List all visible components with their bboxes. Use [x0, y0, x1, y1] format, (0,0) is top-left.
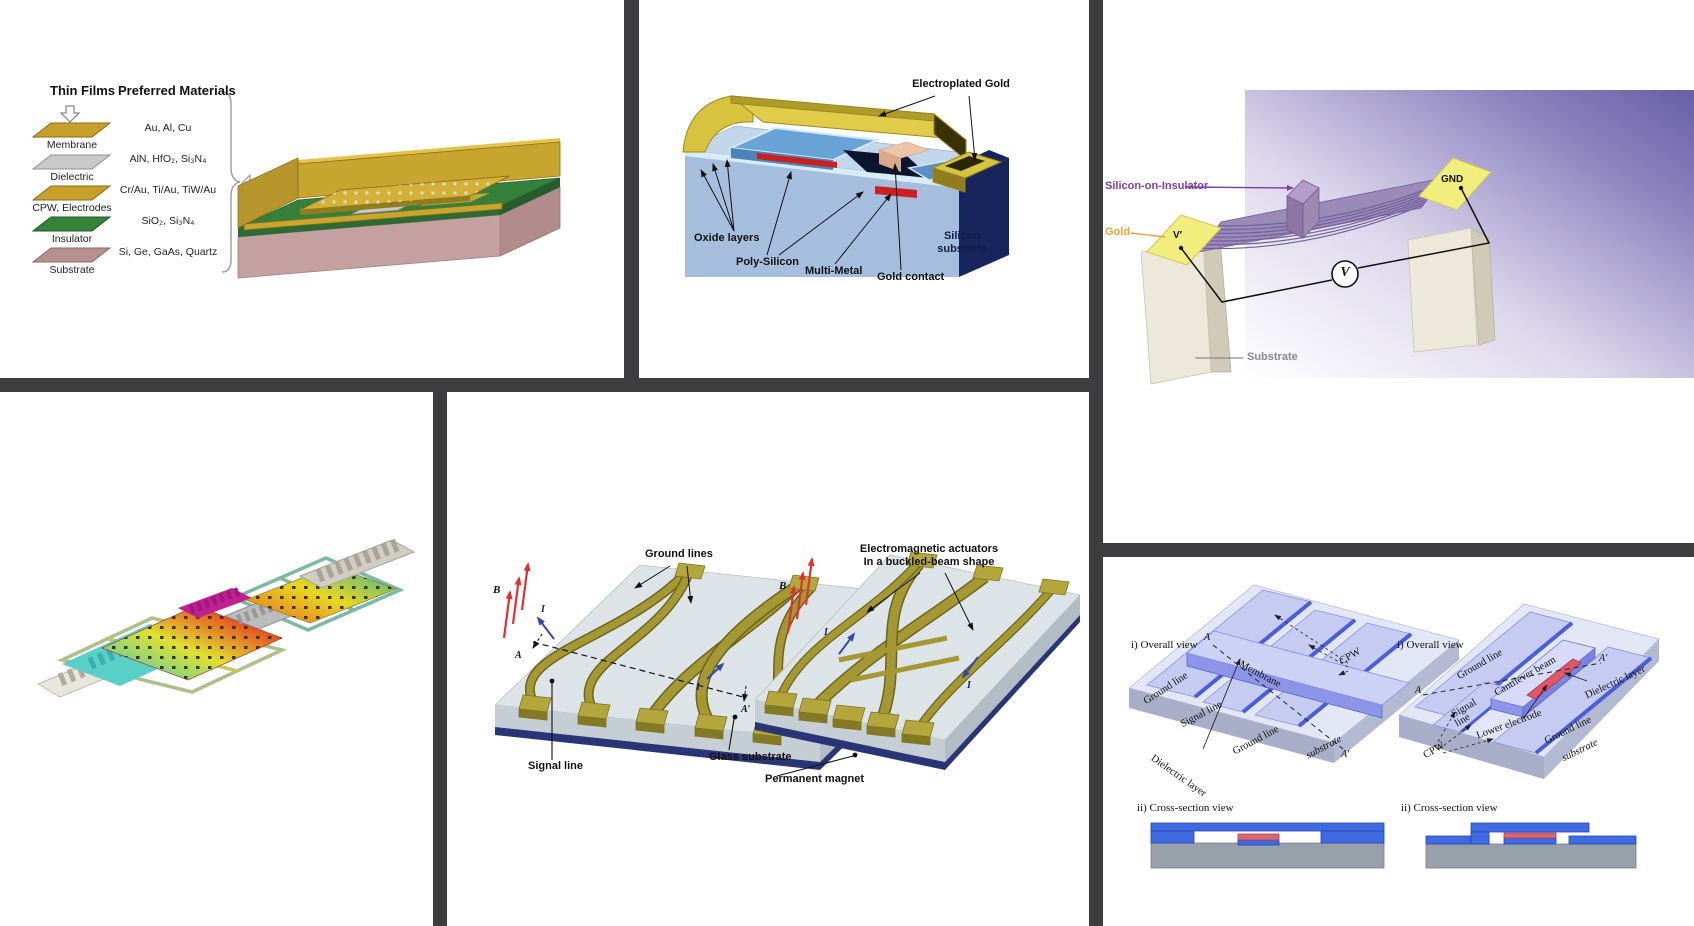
- cpw-diagrams-graphic: [1128, 584, 1660, 869]
- magnetic-field-arrows: [502, 557, 815, 639]
- leader-lines: [1130, 184, 1294, 359]
- divider-vertical-right: [1089, 0, 1103, 926]
- b-field-label: B: [493, 584, 501, 596]
- material-label: Cr/Au, Ti/Au, TiW/Au: [119, 184, 217, 196]
- signal-line-label: Signal line: [528, 760, 584, 772]
- electroplated-gold-beam: [682, 95, 1003, 193]
- soi-beam-bundle: [1198, 177, 1444, 253]
- current-label: I: [824, 627, 828, 638]
- overall-view-label: i) Overall view: [1131, 639, 1198, 651]
- section-a-label: A: [1204, 632, 1211, 643]
- left-cross-section: [1150, 822, 1385, 869]
- fem-render-graphic: [36, 537, 416, 698]
- panel-electromagnetic: Ground lines Electromagnetic actuators I…: [447, 392, 1089, 926]
- cantilever-switch-graphic: [682, 95, 1011, 277]
- center-plate: [100, 586, 284, 681]
- layer-label: Insulator: [51, 233, 93, 245]
- leader-lines: [549, 565, 974, 777]
- magnetic-chips-graphic: [494, 551, 1081, 777]
- v-pad-label: V′: [1173, 230, 1183, 241]
- voltmeter-circuit: [1178, 185, 1491, 303]
- section-a-label: A: [515, 650, 522, 661]
- thin-films-graphic: [31, 91, 561, 279]
- substrate-pillars: [1140, 227, 1496, 385]
- divider-vertical-bottom-left: [433, 378, 447, 926]
- panel-fem-render: [0, 392, 433, 926]
- left-annotations: [1202, 614, 1349, 750]
- preferred-materials-title: Preferred Materials: [118, 83, 236, 98]
- right-chip-pads: [764, 551, 1070, 746]
- panel-electroplated-gold: Electroplated Gold Oxide layers Poly-Sil…: [639, 0, 1089, 378]
- layer-label: Substrate: [49, 264, 95, 276]
- gold-pads: [1146, 157, 1492, 266]
- poly-silicon-label: Poly-Silicon: [736, 256, 799, 268]
- soi-actuator-graphic: [1130, 157, 1496, 385]
- layer-label: Dielectric: [50, 171, 94, 183]
- soi-label: Silicon-on-Insulator: [1105, 180, 1209, 192]
- divider-vertical-top: [624, 0, 639, 392]
- panel-thin-films: Thin Films Preferred Materials Membrane …: [0, 0, 624, 378]
- material-label: AlN, HfO₂, Si₃N₄: [129, 153, 207, 165]
- ground-lines-label: Ground lines: [645, 548, 713, 560]
- right-cross-section: [1425, 822, 1637, 869]
- section-a-prime-label: A′: [1599, 653, 1608, 664]
- cross-section-view-label: ii) Cross-section view: [1137, 802, 1234, 814]
- current-label: I: [696, 682, 700, 693]
- divider-horizontal-right: [1089, 543, 1694, 557]
- gold-contact-label: Gold contact: [877, 271, 945, 283]
- brace: [221, 91, 241, 273]
- section-line: [532, 633, 748, 702]
- mems-chip-3d: [237, 138, 561, 279]
- section-a-prime-label: A′: [1341, 749, 1350, 760]
- multi-metal-label: Multi-Metal: [805, 265, 863, 277]
- glass-substrate-label: Glass substrate: [709, 751, 792, 763]
- soi-shuttle: [1286, 179, 1320, 239]
- divider-horizontal-left: [0, 378, 1103, 392]
- thin-films-title: Thin Films: [50, 83, 115, 98]
- right-plate: [244, 537, 416, 624]
- cross-section-view-label: ii) Cross-section view: [1401, 802, 1498, 814]
- current-label: I: [967, 680, 971, 691]
- voltmeter-label: V: [1340, 265, 1350, 280]
- gnd-pad-label: GND: [1441, 174, 1464, 185]
- gold-label: Gold: [1105, 226, 1131, 238]
- layer-stack: [31, 122, 112, 263]
- silicon-substrate-label: Silicon substrate: [937, 230, 987, 255]
- panel-soi-actuator: Silicon-on-Insulator Gold Substrate V′ G…: [1103, 0, 1694, 543]
- right-annotations: [1422, 662, 1602, 754]
- current-label: I: [541, 604, 545, 615]
- down-arrow-icon: [59, 105, 81, 123]
- section-a-label: A: [1415, 685, 1422, 696]
- leader-lines: [700, 95, 978, 271]
- substrate-label: Substrate: [1247, 351, 1298, 363]
- section-a-prime-label: A′: [741, 704, 751, 715]
- current-arrows: [536, 616, 979, 680]
- b-field-label: B: [779, 580, 787, 592]
- material-label: Au, Al, Cu: [144, 122, 192, 134]
- layer-label: Membrane: [46, 139, 98, 151]
- overall-view-label: i) Overall view: [1397, 639, 1464, 651]
- material-label: Si, Ge, GaAs, Quartz: [118, 246, 218, 258]
- permanent-magnet-label: Permanent magnet: [765, 773, 865, 785]
- left-overall-slab: [1128, 584, 1460, 763]
- electroplated-gold-label: Electroplated Gold: [912, 78, 1010, 90]
- layer-label: CPW, Electrodes: [32, 202, 112, 214]
- panel-cpw-diagrams: i) Overall view Ground line Membrane Sig…: [1103, 557, 1694, 926]
- material-label: SiO₂, Si₃N₄: [141, 215, 195, 227]
- oxide-layers-label: Oxide layers: [694, 232, 760, 244]
- actuators-label: Electromagnetic actuators In a buckled-b…: [859, 543, 999, 568]
